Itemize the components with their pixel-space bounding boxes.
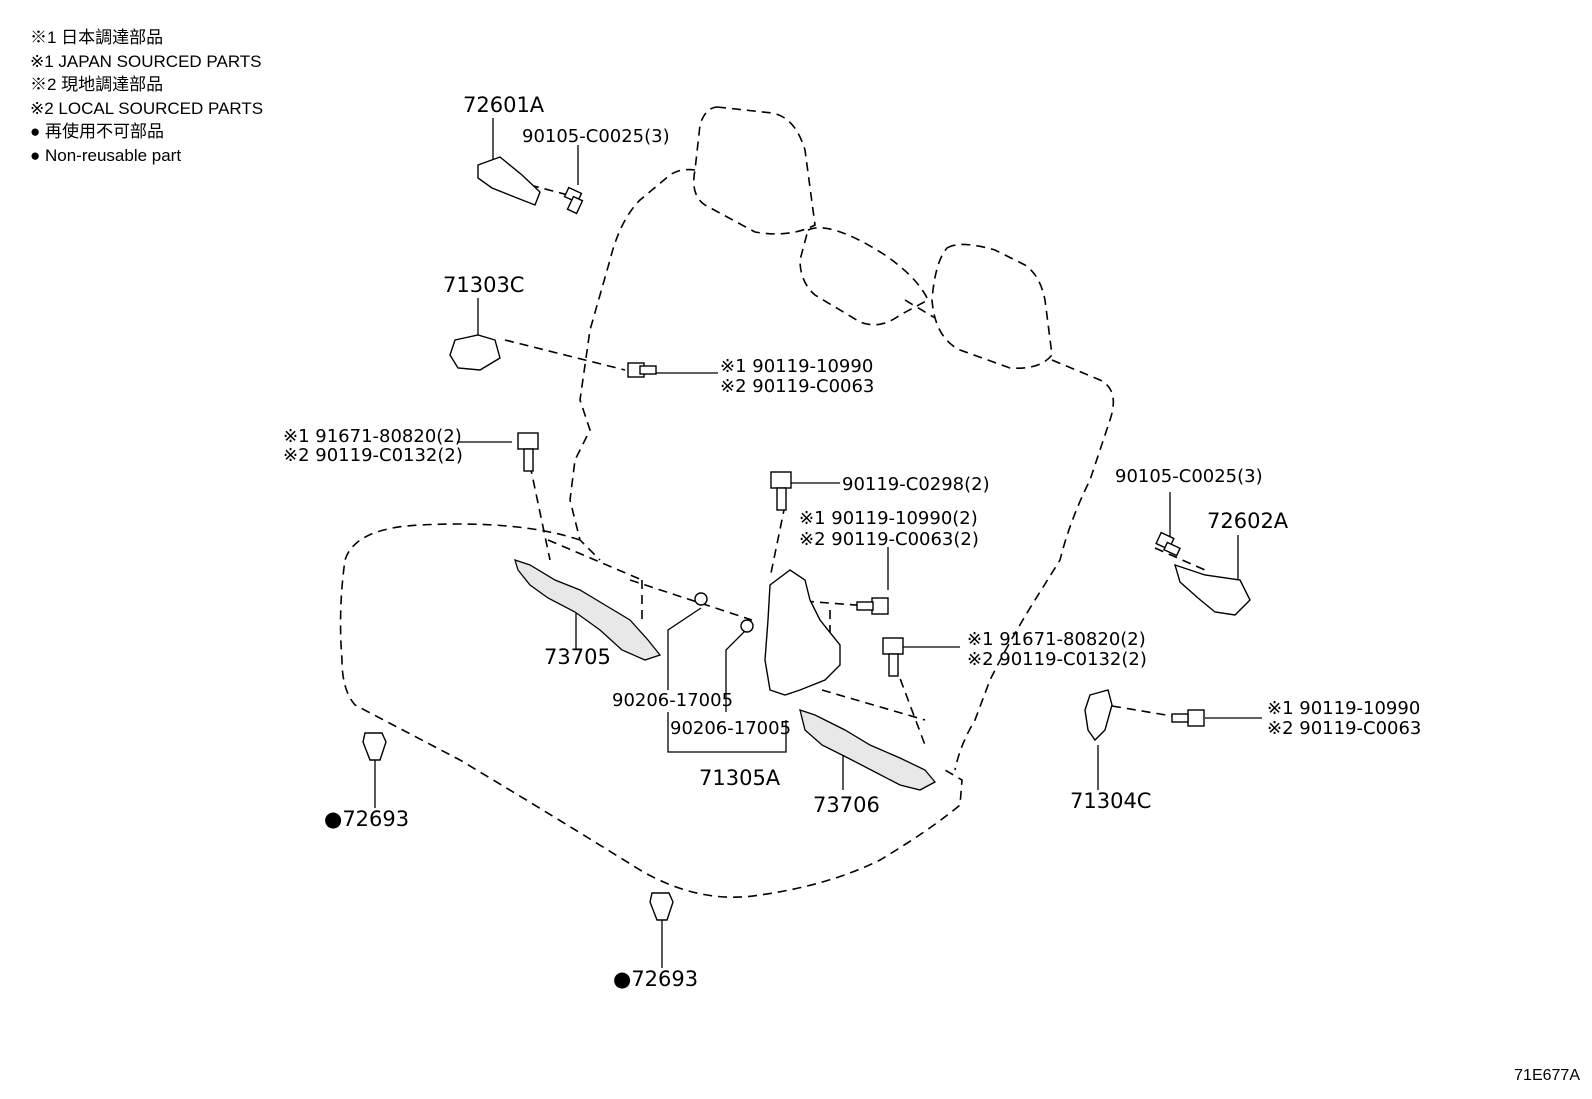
label-90119-a1: ※1 90119-10990 bbox=[720, 356, 873, 377]
bolt-90105-top-shape bbox=[563, 186, 584, 215]
legend: ※1 日本調達部品 ※1 JAPAN SOURCED PARTS ※2 現地調達… bbox=[30, 26, 263, 167]
label-90119-center2: ※2 90119-C0063(2) bbox=[799, 529, 979, 550]
clip-72693-left-shape bbox=[362, 732, 387, 761]
label-90105-right: 90105-C0025(3) bbox=[1115, 466, 1263, 487]
label-90119-rr2: ※2 90119-C0063 bbox=[1267, 718, 1421, 739]
legend-line: ● Non-reusable part bbox=[30, 145, 182, 165]
hinge-71305a-shape bbox=[764, 569, 841, 696]
label-73705: 73705 bbox=[544, 645, 611, 669]
label-90206-a: 90206-17005 bbox=[612, 690, 733, 711]
label-72693-bottom: ●72693 bbox=[613, 967, 698, 991]
bolt-90119-a-shape bbox=[627, 362, 657, 378]
label-90119-rr1: ※1 90119-10990 bbox=[1267, 698, 1420, 719]
bracket-71304c-shape bbox=[1084, 689, 1113, 742]
label-91671-right: ※1 91671-80820(2) bbox=[967, 629, 1146, 650]
legend-line: ※1 日本調達部品 bbox=[30, 28, 164, 47]
bracket-71303c-shape bbox=[449, 334, 501, 371]
part-drawings bbox=[362, 156, 1251, 921]
washer-90206-b-shape bbox=[740, 619, 754, 633]
label-72602a: 72602A bbox=[1207, 509, 1289, 533]
hidden-lines bbox=[504, 184, 1206, 746]
seat-outline bbox=[339, 106, 1115, 898]
bracket-72602a-shape bbox=[1173, 563, 1251, 616]
bracket-72601a-shape bbox=[477, 156, 541, 206]
diagram-code: 71E677A bbox=[1514, 1067, 1580, 1084]
legend-line: ※2 LOCAL SOURCED PARTS bbox=[30, 98, 264, 118]
label-90206-b: 90206-17005 bbox=[670, 718, 791, 739]
bolt-90119-rr-shape bbox=[1171, 709, 1205, 727]
label-71303c: 71303C bbox=[443, 273, 524, 297]
washer-90206-a-shape bbox=[694, 592, 708, 606]
label-90119-a2: ※2 90119-C0063 bbox=[720, 376, 874, 397]
label-71305a: 71305A bbox=[699, 766, 781, 790]
label-72693-left: ●72693 bbox=[324, 807, 409, 831]
legend-line: ※2 現地調達部品 bbox=[30, 75, 164, 94]
cover-73706-shape bbox=[799, 709, 937, 791]
leader-lines bbox=[374, 118, 1262, 968]
bolt-91671-right-shape bbox=[882, 637, 904, 677]
headrest-center-outline bbox=[799, 227, 930, 326]
bolt-90119-center-shape bbox=[856, 597, 889, 615]
part-labels: 72601A 90105-C0025(3) 71303C ※1 90119-10… bbox=[283, 93, 1421, 991]
label-90105-top: 90105-C0025(3) bbox=[522, 126, 670, 147]
label-72601a: 72601A bbox=[463, 93, 545, 117]
label-90119-c0298: 90119-C0298(2) bbox=[842, 474, 990, 495]
label-71304c: 71304C bbox=[1070, 789, 1151, 813]
legend-line: ※1 JAPAN SOURCED PARTS bbox=[30, 51, 262, 71]
label-73706: 73706 bbox=[813, 793, 880, 817]
label-90119-left: ※2 90119-C0132(2) bbox=[283, 445, 463, 466]
headrest-right-outline bbox=[931, 243, 1053, 370]
cover-73705-shape bbox=[514, 558, 662, 661]
seat-cushion-outline bbox=[339, 523, 963, 898]
headrest-left-outline bbox=[692, 106, 816, 235]
clip-72693-bottom-shape bbox=[649, 892, 674, 921]
legend-line: ● 再使用不可部品 bbox=[30, 122, 164, 141]
label-90119-center1: ※1 90119-10990(2) bbox=[799, 508, 978, 529]
label-91671-left: ※1 91671-80820(2) bbox=[283, 426, 462, 447]
seatback-outline bbox=[569, 168, 1115, 771]
bolt-91671-left-shape bbox=[517, 432, 539, 472]
bolt-90119-c0298-shape bbox=[770, 471, 792, 511]
label-90119-right: ※2 90119-C0132(2) bbox=[967, 649, 1147, 670]
bolt-90105-right-shape bbox=[1155, 531, 1181, 557]
